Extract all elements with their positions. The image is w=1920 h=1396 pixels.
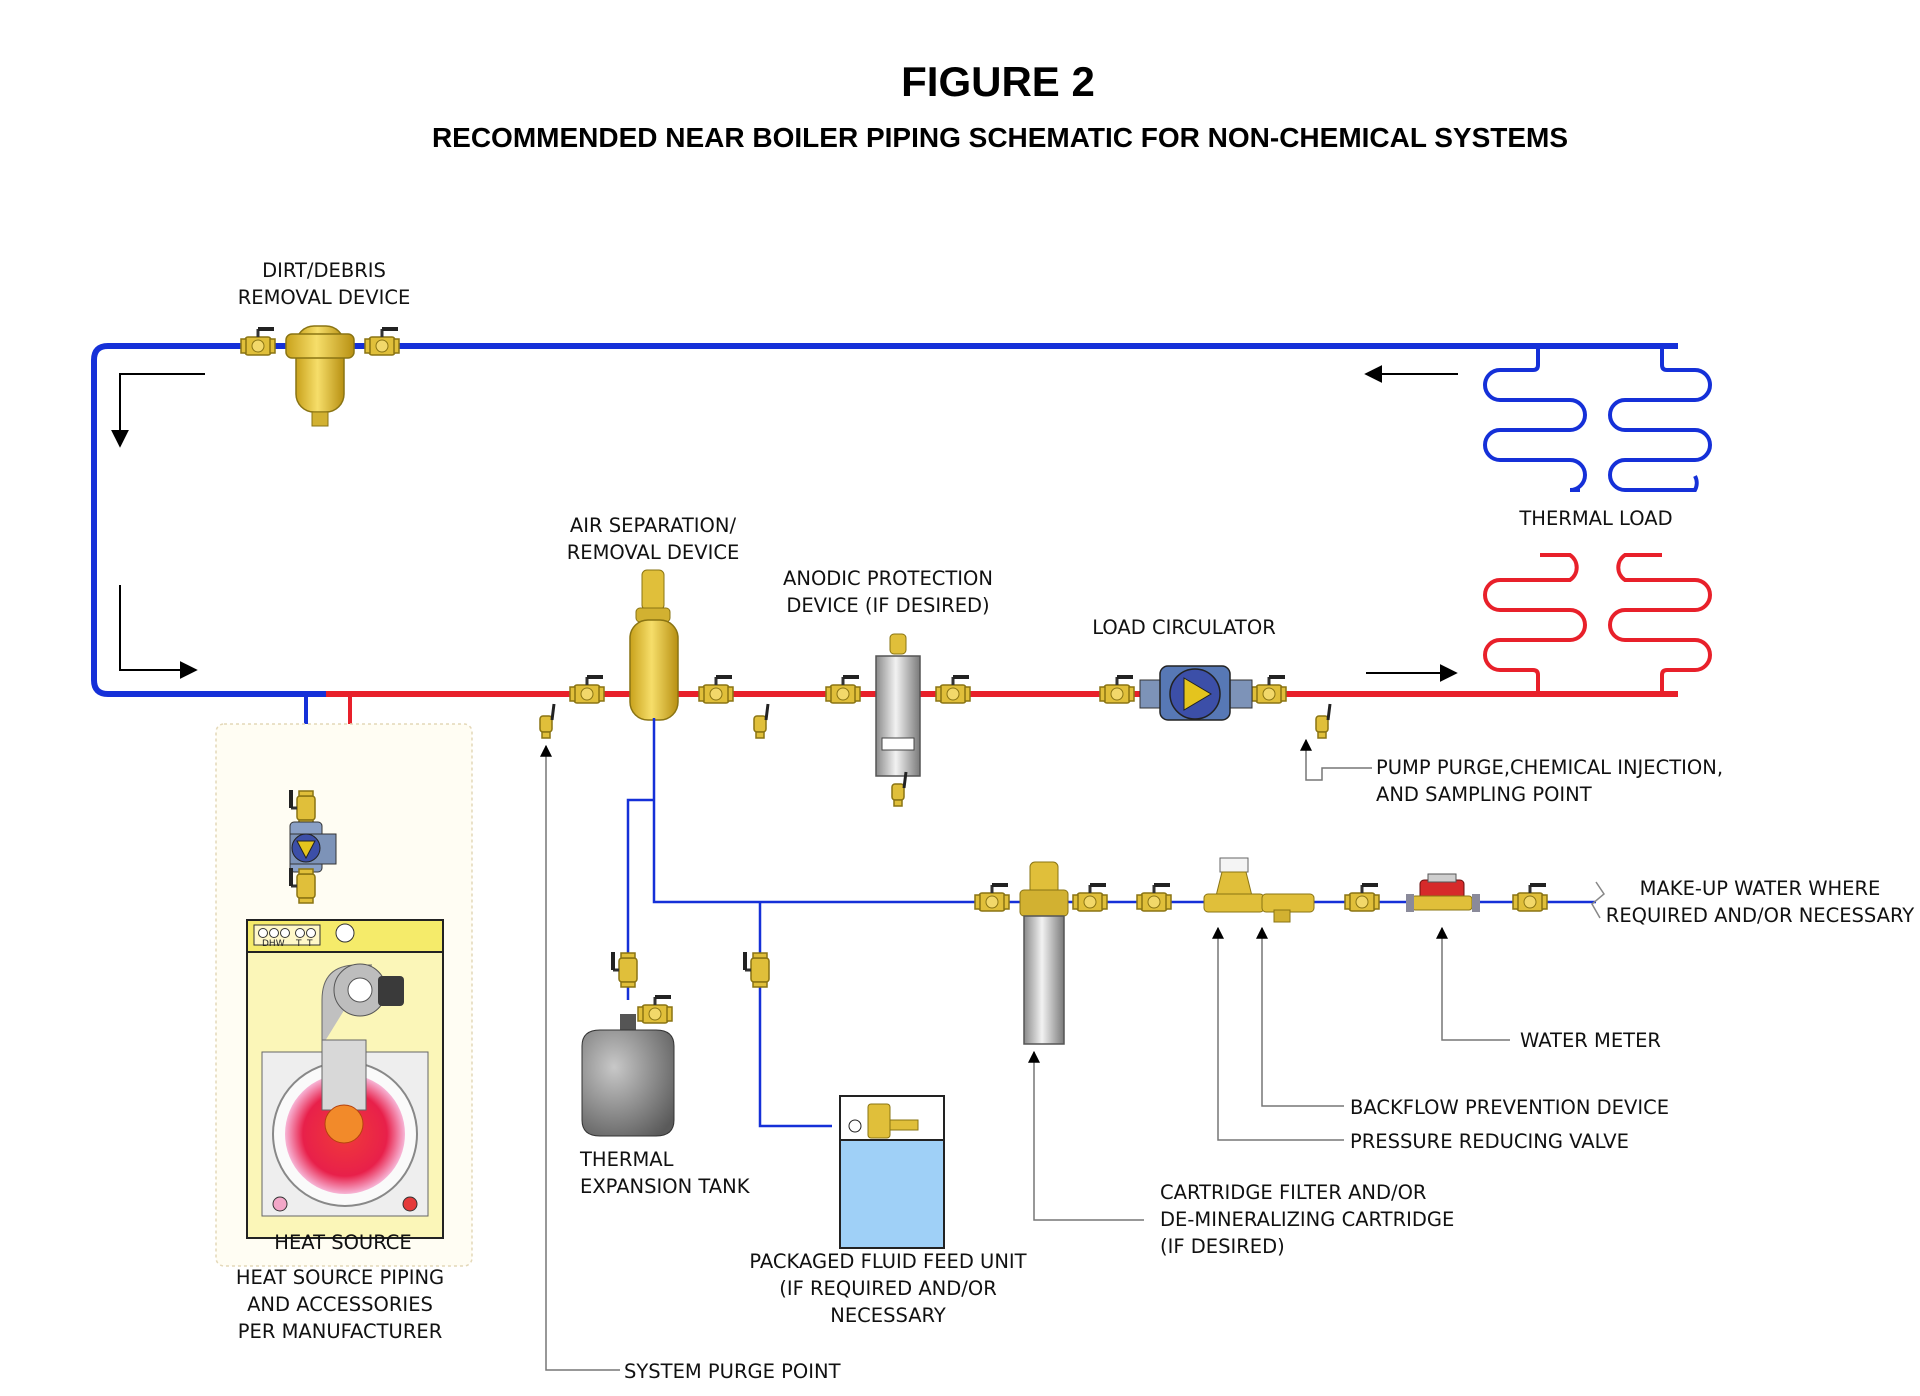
svg-text:PACKAGED FLUID FEED UNIT: PACKAGED FLUID FEED UNIT bbox=[749, 1250, 1026, 1273]
isolation-valve-icon bbox=[743, 950, 771, 989]
heat-source: DHW T T bbox=[246, 919, 444, 1239]
fluid-feed-label: PACKAGED FLUID FEED UNIT (IF REQUIRED AN… bbox=[749, 1250, 1026, 1327]
isolation-valve-icon bbox=[1135, 883, 1173, 913]
isolation-valve-icon bbox=[824, 675, 862, 705]
dirt-debris-label: DIRT/DEBRIS REMOVAL DEVICE bbox=[238, 259, 411, 309]
pressure-reducing-label: PRESSURE REDUCING VALVE bbox=[1350, 1130, 1629, 1153]
isolation-valve-icon bbox=[973, 883, 1011, 913]
water-meter-label: WATER METER bbox=[1520, 1029, 1661, 1052]
system-purge-drain-icon bbox=[538, 702, 556, 740]
svg-text:AND ACCESSORIES: AND ACCESSORIES bbox=[247, 1293, 433, 1316]
svg-text:AIR SEPARATION/: AIR SEPARATION/ bbox=[570, 514, 737, 537]
water-meter bbox=[1343, 873, 1549, 913]
isolation-valve-icon bbox=[934, 675, 972, 705]
purge-valve-icon bbox=[636, 995, 674, 1025]
pressure-reducing-valve bbox=[1135, 857, 1265, 913]
svg-text:(IF DESIRED): (IF DESIRED) bbox=[1160, 1235, 1285, 1258]
thermal-expansion-tank bbox=[581, 950, 675, 1137]
svg-text:DIRT/DEBRIS: DIRT/DEBRIS bbox=[262, 259, 386, 282]
cartridge-filter bbox=[973, 861, 1109, 1045]
pump-purge-label: PUMP PURGE,CHEMICAL INJECTION, AND SAMPL… bbox=[1376, 756, 1723, 806]
dirt-debris-removal-device bbox=[239, 325, 401, 427]
svg-text:HEAT SOURCE PIPING: HEAT SOURCE PIPING bbox=[236, 1266, 444, 1289]
svg-text:PER MANUFACTURER: PER MANUFACTURER bbox=[238, 1320, 443, 1343]
svg-text:PUMP PURGE,CHEMICAL INJECTION,: PUMP PURGE,CHEMICAL INJECTION, bbox=[1376, 756, 1723, 779]
isolation-valve-icon bbox=[1071, 883, 1109, 913]
heat-source-piping-label: HEAT SOURCE PIPING AND ACCESSORIES PER M… bbox=[236, 1266, 444, 1343]
svg-text:REQUIRED AND/OR NECESSARY: REQUIRED AND/OR NECESSARY bbox=[1606, 904, 1915, 927]
expansion-tank-label: THERMAL EXPANSION TANK bbox=[579, 1148, 751, 1198]
isolation-valve-icon bbox=[611, 950, 639, 989]
dhw-label: DHW bbox=[262, 939, 285, 949]
svg-text:ANODIC PROTECTION: ANODIC PROTECTION bbox=[783, 567, 993, 590]
makeup-water-line bbox=[626, 718, 1605, 1128]
heat-source-circulator bbox=[289, 788, 337, 905]
pump-purge-drain-icon bbox=[1314, 702, 1332, 740]
air-separation-device bbox=[568, 569, 735, 721]
backflow-label: BACKFLOW PREVENTION DEVICE bbox=[1350, 1096, 1669, 1119]
figure-title: FIGURE 2 bbox=[901, 58, 1095, 105]
leader-lines bbox=[540, 738, 1510, 1371]
isolation-valve-icon bbox=[1343, 883, 1381, 913]
drain-valve-icon bbox=[890, 770, 908, 808]
isolation-valve-icon bbox=[239, 327, 277, 357]
load-circulator-label: LOAD CIRCULATOR bbox=[1092, 616, 1276, 639]
svg-text:AND SAMPLING POINT: AND SAMPLING POINT bbox=[1376, 783, 1592, 806]
svg-text:(IF REQUIRED AND/OR: (IF REQUIRED AND/OR bbox=[779, 1277, 997, 1300]
t1-label: T bbox=[295, 939, 302, 949]
svg-text:REMOVAL DEVICE: REMOVAL DEVICE bbox=[238, 286, 411, 309]
air-separation-label: AIR SEPARATION/ REMOVAL DEVICE bbox=[567, 514, 740, 564]
isolation-valve-icon bbox=[363, 327, 401, 357]
drain-valve-icon bbox=[752, 702, 770, 740]
svg-text:MAKE-UP WATER WHERE: MAKE-UP WATER WHERE bbox=[1640, 877, 1881, 900]
svg-text:CARTRIDGE FILTER AND/OR: CARTRIDGE FILTER AND/OR bbox=[1160, 1181, 1426, 1204]
svg-text:EXPANSION TANK: EXPANSION TANK bbox=[580, 1175, 751, 1198]
isolation-valve-icon bbox=[1250, 675, 1288, 705]
svg-text:THERMAL: THERMAL bbox=[579, 1148, 674, 1171]
svg-text:REMOVAL DEVICE: REMOVAL DEVICE bbox=[567, 541, 740, 564]
isolation-valve-icon bbox=[1511, 883, 1549, 913]
thermal-load-coils bbox=[1483, 346, 1712, 694]
svg-text:DEVICE (IF DESIRED): DEVICE (IF DESIRED) bbox=[786, 594, 989, 617]
backflow-prevention-device bbox=[1261, 893, 1315, 923]
cartridge-filter-label: CARTRIDGE FILTER AND/OR DE-MINERALIZING … bbox=[1160, 1181, 1454, 1258]
isolation-valve-icon bbox=[568, 675, 606, 705]
makeup-water-label: MAKE-UP WATER WHERE REQUIRED AND/OR NECE… bbox=[1606, 877, 1915, 927]
figure-subtitle: RECOMMENDED NEAR BOILER PIPING SCHEMATIC… bbox=[432, 122, 1568, 153]
load-circulator bbox=[1098, 665, 1288, 721]
svg-text:NECESSARY: NECESSARY bbox=[830, 1304, 946, 1327]
system-purge-label: SYSTEM PURGE POINT bbox=[624, 1360, 841, 1383]
anodic-protection-device bbox=[824, 633, 972, 808]
packaged-fluid-feed-unit bbox=[743, 950, 945, 1249]
t2-label: T bbox=[306, 939, 313, 949]
anodic-protection-label: ANODIC PROTECTION DEVICE (IF DESIRED) bbox=[783, 567, 993, 617]
isolation-valve-icon bbox=[697, 675, 735, 705]
heat-source-label: HEAT SOURCE bbox=[274, 1231, 411, 1254]
svg-text:DE-MINERALIZING CARTRIDGE: DE-MINERALIZING CARTRIDGE bbox=[1160, 1208, 1454, 1231]
flow-arrows bbox=[111, 365, 1458, 682]
isolation-valve-icon bbox=[1098, 675, 1136, 705]
thermal-load-label: THERMAL LOAD bbox=[1518, 507, 1672, 530]
